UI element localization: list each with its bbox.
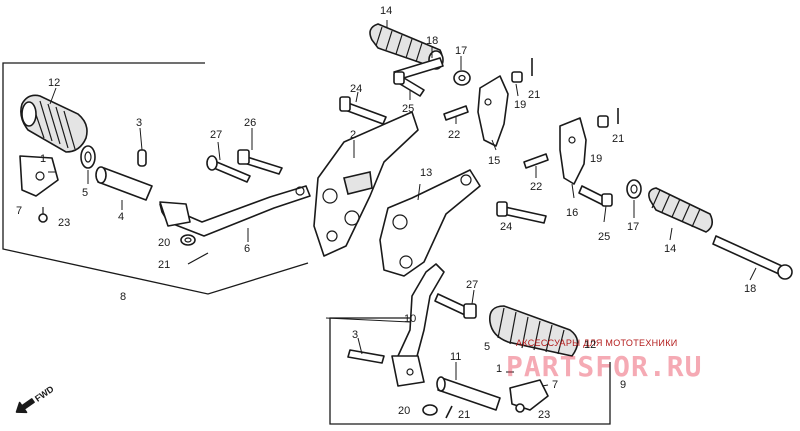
callout-20-right: 20 <box>398 405 410 417</box>
callout-5-right: 5 <box>484 341 490 353</box>
lower-bolt-23 <box>515 403 525 413</box>
lower-pivot-27 <box>434 293 477 319</box>
upper-nut-19 <box>511 71 523 83</box>
callout-19-right: 19 <box>590 153 602 165</box>
left-peg-bracket <box>19 155 59 197</box>
forward-arrow-icon: FWD <box>15 384 56 414</box>
right-footpeg-rubber-14 <box>648 187 714 233</box>
callout-18-upper: 18 <box>426 35 438 47</box>
watermark-tagline: АКСЕССУАРЫ ДЛЯ МОТОТЕХНИКИ <box>516 338 678 348</box>
callout-21-lower: 21 <box>458 409 470 421</box>
lower-bracket-7 <box>509 379 549 411</box>
forward-label: FWD <box>33 384 56 404</box>
left-footpeg-bar <box>95 166 153 201</box>
assembly-box-left <box>2 62 309 295</box>
callout-3-left: 3 <box>136 117 142 129</box>
left-footpeg-rubber <box>20 94 88 153</box>
callout-14-upper: 14 <box>380 5 392 17</box>
callout-13: 13 <box>420 167 432 179</box>
callout-22-upper: 22 <box>448 129 460 141</box>
lower-pin-21 <box>445 405 453 419</box>
upper-bolt-25 <box>393 71 425 97</box>
callout-labels: 12 3 1 5 4 7 23 27 26 20 21 6 8 2 24 13 … <box>16 5 756 421</box>
right-bolt-22 <box>523 153 549 169</box>
right-bolt-25 <box>578 185 613 207</box>
bracket-13 <box>379 169 481 277</box>
callout-1-left: 1 <box>40 153 46 165</box>
right-shaft-18 <box>712 235 793 280</box>
right-nut-19 <box>597 115 609 128</box>
upper-bracket-15 <box>477 75 509 147</box>
callout-12-right: 12 <box>584 339 596 351</box>
callout-1-right: 1 <box>496 363 502 375</box>
callout-16: 16 <box>566 207 578 219</box>
bolt-24-upper <box>339 96 387 125</box>
callout-8: 8 <box>120 291 126 303</box>
left-washer-5 <box>80 145 96 169</box>
left-pin-3 <box>137 149 147 167</box>
left-cotter-pin-21 <box>187 252 209 265</box>
watermark-logo: PARTSFOR.RU <box>506 350 702 383</box>
left-bolt-23 <box>38 207 48 223</box>
callout-20-left: 20 <box>158 237 170 249</box>
left-nut-20 <box>180 234 196 246</box>
lower-peg-bar-11 <box>436 376 501 411</box>
lower-nut-20 <box>422 404 438 416</box>
callout-11: 11 <box>450 351 461 363</box>
upper-bolt-22 <box>443 105 469 121</box>
callout-17-upper: 17 <box>455 45 467 57</box>
callout-18-right: 18 <box>744 283 756 295</box>
callout-7-left: 7 <box>16 205 22 217</box>
callout-25-upper: 25 <box>402 103 414 115</box>
callout-7-right: 7 <box>552 379 558 391</box>
callout-3-right: 3 <box>352 329 358 341</box>
brake-pedal-arm <box>159 185 311 237</box>
lower-pin-3 <box>347 349 385 364</box>
callout-21-left: 21 <box>158 259 170 271</box>
callout-19-upper: 19 <box>514 99 526 111</box>
bracket-2 <box>313 111 419 257</box>
callout-21-upper: 21 <box>528 89 540 101</box>
callout-24-lower: 24 <box>500 221 512 233</box>
pivot-bolt-26 <box>237 149 283 175</box>
callout-27-right: 27 <box>466 279 478 291</box>
callout-26: 26 <box>244 117 256 129</box>
callout-15: 15 <box>488 155 500 167</box>
lower-footpeg-rubber-12 <box>488 305 579 357</box>
callout-25-right: 25 <box>598 231 610 243</box>
leader-lines <box>48 20 757 387</box>
callout-27-left: 27 <box>210 129 222 141</box>
callout-17-right: 17 <box>627 221 639 233</box>
callout-2: 2 <box>350 129 356 141</box>
shift-lever-10 <box>391 263 445 387</box>
callout-24-upper: 24 <box>350 83 362 95</box>
callout-10: 10 <box>404 313 416 325</box>
callout-23-right: 23 <box>538 409 550 421</box>
callout-23-left: 23 <box>58 217 70 229</box>
assembly-box-right <box>329 317 611 425</box>
upper-washer-17 <box>453 70 471 86</box>
callout-6: 6 <box>244 243 250 255</box>
callout-22-right: 22 <box>530 181 542 193</box>
bolt-24-lower <box>496 201 547 224</box>
pivot-bolt-27-left <box>206 155 251 183</box>
callout-14-right: 14 <box>664 243 676 255</box>
callout-4: 4 <box>118 211 124 223</box>
right-bracket-16 <box>559 117 587 185</box>
callout-21-right: 21 <box>612 133 624 145</box>
callout-5-left: 5 <box>82 187 88 199</box>
callout-9: 9 <box>620 379 626 391</box>
right-washer-17 <box>626 179 642 199</box>
callout-12-left: 12 <box>48 77 60 89</box>
